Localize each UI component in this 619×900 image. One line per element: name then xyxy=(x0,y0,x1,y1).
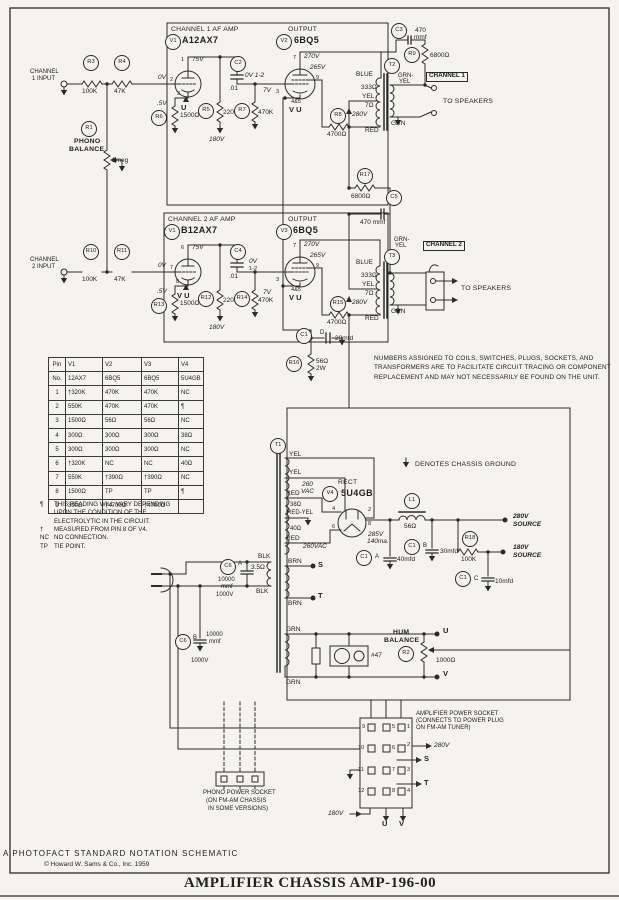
numbers-note: NUMBERS ASSIGNED TO COILS, SWITCHES, PLU… xyxy=(374,355,611,381)
page-border xyxy=(0,7,619,897)
tube-glyphs-ch1 xyxy=(174,68,316,100)
chart-header-row2: No. 12AX7 6BQ5 6BQ5 5U4GB xyxy=(48,371,204,387)
footer-standard-notation: A PHOTOFACT STANDARD NOTATION SCHEMATIC xyxy=(3,849,239,858)
chart-footnotes: ¶THIS READING WILL VARY DEPENDING UPON T… xyxy=(40,501,222,551)
channel2-wires xyxy=(60,184,459,409)
channel1-wires xyxy=(60,35,437,382)
footer-copyright: © Howard W. Sams & Co., Inc. 1959 xyxy=(44,861,150,868)
footnote: †MEASURED FROM PIN 8 OF V4. xyxy=(40,526,148,534)
tube-voltage-chart: Pin V1 V2 V3 V4 No. 12AX7 6BQ5 6BQ5 5U4G… xyxy=(48,356,204,515)
chart-header-row1: Pin V1 V2 V3 V4 xyxy=(48,356,204,373)
t3-transformer xyxy=(375,261,395,319)
page-title: AMPLIFIER CHASSIS AMP-196-00 xyxy=(183,875,437,891)
socket-wires xyxy=(215,699,433,822)
power-supply-wires xyxy=(266,451,508,673)
t2-transformer xyxy=(375,73,395,131)
tube-glyphs-ch2 xyxy=(174,256,316,288)
footnote: ¶THIS READING WILL VARY DEPENDING UPON T… xyxy=(40,501,171,525)
primary-wires xyxy=(151,561,571,750)
